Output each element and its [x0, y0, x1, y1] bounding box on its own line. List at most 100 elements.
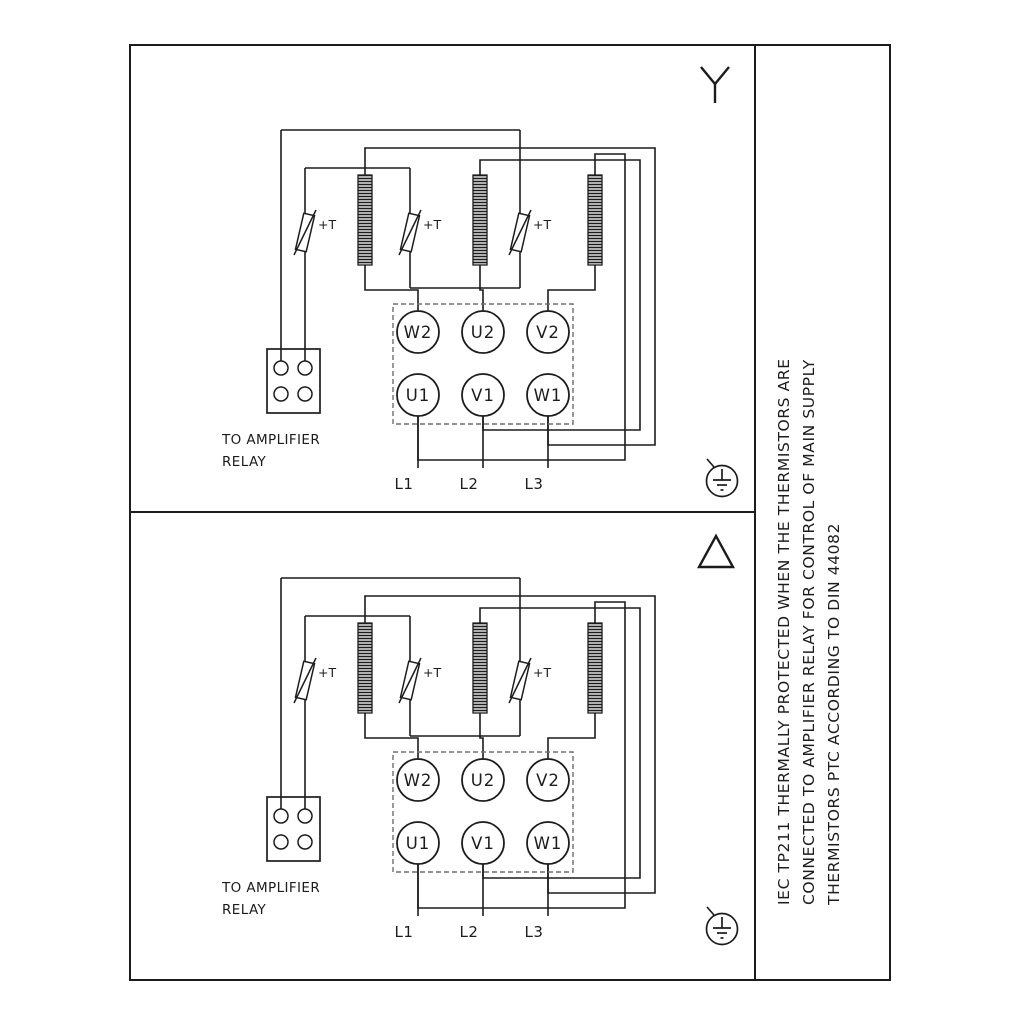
- thermistor-diagonal: [508, 209, 532, 256]
- motor-winding: [587, 174, 603, 266]
- relay-terminal: [273, 360, 289, 376]
- wire-segment: [547, 713, 596, 759]
- motor-winding: [587, 622, 603, 714]
- relay-terminal: [297, 808, 313, 824]
- side-note-line3: THERMISTORS PTC ACCORDING TO DIN 44082: [825, 523, 843, 906]
- star-connection-icon: [700, 66, 730, 103]
- supply-label-l2: L2: [460, 923, 479, 941]
- relay-caption-line1: TO AMPLIFIER: [221, 880, 320, 896]
- motor-winding: [357, 622, 373, 714]
- relay-terminal: [297, 386, 313, 402]
- supply-label-l3: L3: [525, 475, 544, 493]
- terminal-u2: U2: [461, 758, 505, 802]
- supply-labels: L1 L2 L3: [395, 923, 544, 941]
- terminal-label: V2: [536, 323, 560, 342]
- thermistor: +T: [293, 657, 336, 704]
- relay-box-outline: [266, 796, 321, 862]
- terminal-board: W2 U2 V2 U1 V1: [392, 751, 574, 873]
- relay-terminal: [273, 386, 289, 402]
- supply-labels: L1 L2 L3: [395, 475, 544, 493]
- thermistor: +T: [508, 209, 551, 256]
- terminal-v2: V2: [526, 758, 570, 802]
- terminal-label: U1: [406, 834, 431, 853]
- circuit-group: +T +T +T TO AMPLIFIER RELAY: [221, 577, 739, 946]
- terminal-w1: W1: [526, 821, 570, 865]
- thermistor-diagonal: [508, 657, 532, 704]
- side-note: IEC TP211 THERMALLY PROTECTED WHEN THE T…: [775, 358, 843, 906]
- motor-windings: [357, 622, 603, 714]
- terminal-label: W2: [404, 771, 433, 790]
- terminal-label: W2: [404, 323, 433, 342]
- terminal-board-outline: [392, 303, 574, 425]
- terminal-label: U2: [471, 771, 496, 790]
- motor-winding: [472, 622, 488, 714]
- terminal-label: V2: [536, 771, 560, 790]
- panel-delta: +T +T +T TO AMPLIFIER RELAY: [221, 533, 739, 946]
- terminal-w2: W2: [396, 758, 440, 802]
- terminal-w1: W1: [526, 373, 570, 417]
- amplifier-relay-box: [266, 796, 321, 862]
- thermistor-diagonal: [398, 209, 422, 256]
- wires: [280, 129, 656, 468]
- relay-caption-line2: RELAY: [222, 454, 267, 470]
- panel-star: +T +T +T TO AMPLIFIER RELAY: [221, 66, 739, 498]
- wire-segment: [364, 265, 419, 311]
- ground-icon: [705, 458, 739, 498]
- thermistor-label: +T: [423, 665, 441, 680]
- supply-label-l3: L3: [525, 923, 544, 941]
- relay-terminal: [297, 834, 313, 850]
- thermistor-diagonal: [293, 657, 317, 704]
- supply-label-l2: L2: [460, 475, 479, 493]
- terminal-u1: U1: [396, 373, 440, 417]
- ground-icon: [705, 906, 739, 946]
- thermistor-label: +T: [318, 665, 336, 680]
- side-note-line1: IEC TP211 THERMALLY PROTECTED WHEN THE T…: [775, 358, 793, 905]
- terminal-v1: V1: [461, 373, 505, 417]
- supply-label-l1: L1: [395, 923, 414, 941]
- terminal-w2: W2: [396, 310, 440, 354]
- terminal-label: V1: [471, 386, 495, 405]
- thermistor-diagonal: [398, 657, 422, 704]
- terminal-u2: U2: [461, 310, 505, 354]
- terminal-label: W1: [534, 834, 563, 853]
- thermistor-label: +T: [318, 217, 336, 232]
- thermistor-diagonal: [293, 209, 317, 256]
- relay-box-outline: [266, 348, 321, 414]
- circuit-slot: +T +T +T TO AMPLIFIER RELAY: [221, 577, 739, 946]
- relay-caption-line1: TO AMPLIFIER: [221, 432, 320, 448]
- supply-label-l1: L1: [395, 475, 414, 493]
- thermistor: +T: [508, 657, 551, 704]
- side-note-line2: CONNECTED TO AMPLIFIER RELAY FOR CONTROL…: [800, 359, 818, 905]
- relay-terminal: [297, 360, 313, 376]
- wires: [280, 577, 656, 916]
- thermistor-label: +T: [533, 665, 551, 680]
- terminal-v1: V1: [461, 821, 505, 865]
- thermistor-label: +T: [423, 217, 441, 232]
- wire-segment: [547, 265, 596, 311]
- thermistor: +T: [398, 657, 441, 704]
- delta-connection-icon: [696, 533, 736, 569]
- terminal-board-outline: [392, 751, 574, 873]
- wire-segment: [479, 713, 484, 759]
- terminal-board: W2 U2 V2 U1 V1: [392, 303, 574, 425]
- motor-windings: [357, 174, 603, 266]
- amplifier-relay-box: [266, 348, 321, 414]
- terminal-label: V1: [471, 834, 495, 853]
- thermistor-label: +T: [533, 217, 551, 232]
- relay-caption-line2: RELAY: [222, 902, 267, 918]
- relay-terminal: [273, 834, 289, 850]
- relay-terminal: [273, 808, 289, 824]
- wire-segment: [479, 265, 484, 311]
- motor-winding: [357, 174, 373, 266]
- circuit-group: +T +T +T TO AMPLIFIER RELAY: [221, 129, 739, 498]
- terminal-u1: U1: [396, 821, 440, 865]
- terminal-v2: V2: [526, 310, 570, 354]
- wire-segment: [364, 713, 419, 759]
- thermistor: +T: [293, 209, 336, 256]
- motor-winding: [472, 174, 488, 266]
- terminal-label: W1: [534, 386, 563, 405]
- thermistor: +T: [398, 209, 441, 256]
- terminal-label: U2: [471, 323, 496, 342]
